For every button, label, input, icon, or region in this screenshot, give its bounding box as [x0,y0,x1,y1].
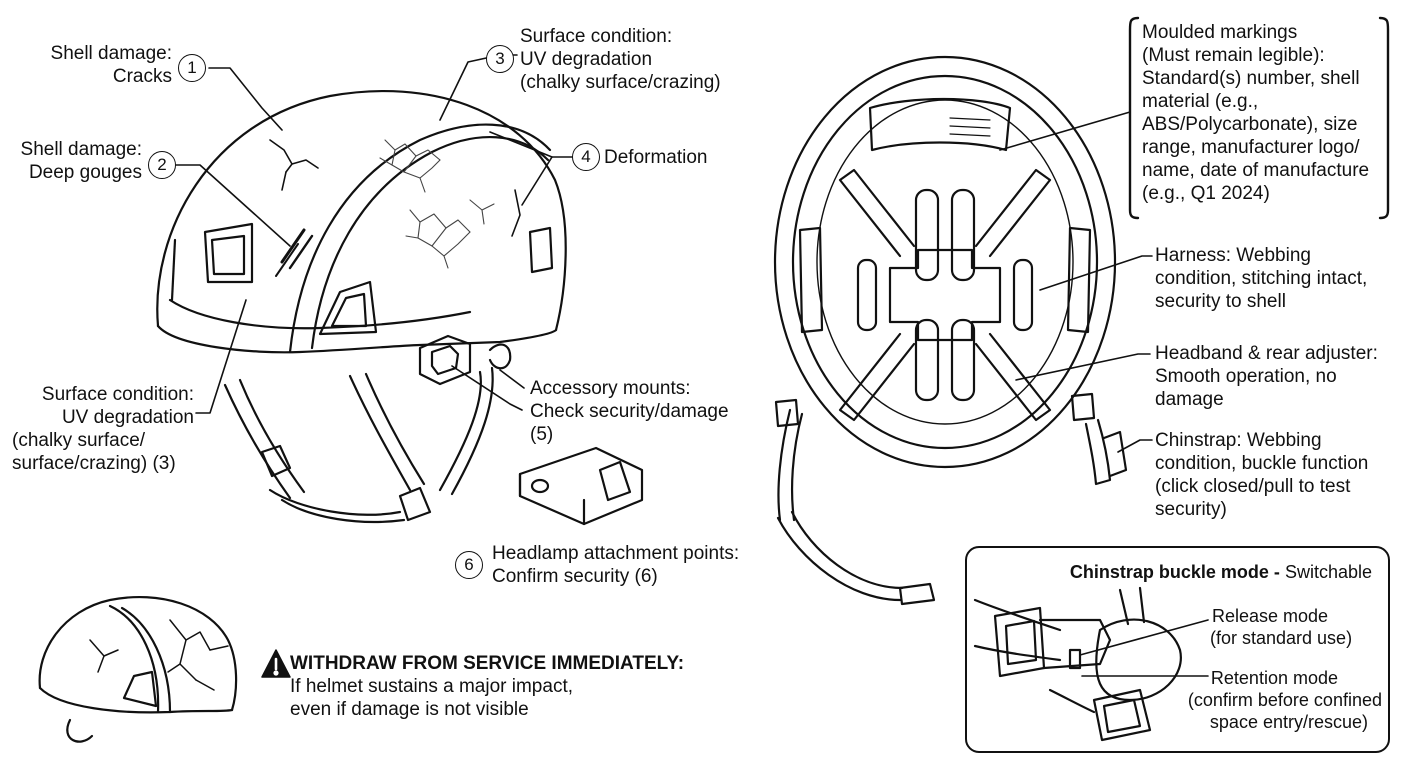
callout-headlamp: Headlamp attachment points: Confirm secu… [492,543,740,587]
retention-mode-label: Retention mode (confirm before confined … [1187,668,1382,732]
callout-chinstrap: Chinstrap: Webbing condition, buckle fun… [1155,430,1369,520]
helmet-side-view [156,89,644,526]
warning-title: WITHDRAW FROM SERVICE IMMEDIATELY: [290,653,685,674]
buckle-mode-panel: Chinstrap buckle mode - Switchable [965,546,1390,753]
callout-headband: Headband & rear adjuster: Smooth operati… [1155,343,1378,410]
callout-number-2: 2 [148,151,176,179]
callout-uv-degradation-left: Surface condition: UV degradation [41,384,194,428]
release-mode-label: Release mode (for standard use) [1210,606,1353,648]
warning-icon [261,649,291,678]
buckle-panel-title: Chinstrap buckle mode - Switchable [1069,562,1372,582]
callout-uv-degradation-left-detail: (chalky surface/ surface/crazing) (3) [12,430,176,474]
markings-bracket [1128,16,1140,220]
callout-harness: Harness: Webbing condition, stitching in… [1155,245,1368,312]
callout-deformation: Deformation [604,147,708,168]
helmet-inner-view [773,55,1128,606]
buckle-illustration [973,586,1182,742]
damaged-helmet-thumbnail [38,596,238,743]
leader-lines-buckle [1079,619,1209,677]
withdraw-warning: WITHDRAW FROM SERVICE IMMEDIATELY: If he… [290,653,685,720]
leader-lines-left [175,54,575,414]
callout-shell-cracks: Shell damage: Cracks [50,43,172,87]
callout-number-6: 6 [455,551,483,579]
callout-accessory-mounts: Accessory mounts: Check security/damage … [530,378,729,445]
callout-uv-degradation-top: Surface condition: UV degradation (chalk… [520,26,721,93]
callout-moulded-markings: Moulded markings (Must remain legible): … [1142,22,1370,204]
callout-deep-gouges: Shell damage: Deep gouges [20,139,142,183]
leader-lines-right [999,111,1153,453]
callout-number-1: 1 [178,54,206,82]
callout-number-4: 4 [572,143,600,171]
callout-number-3: 3 [486,45,514,73]
